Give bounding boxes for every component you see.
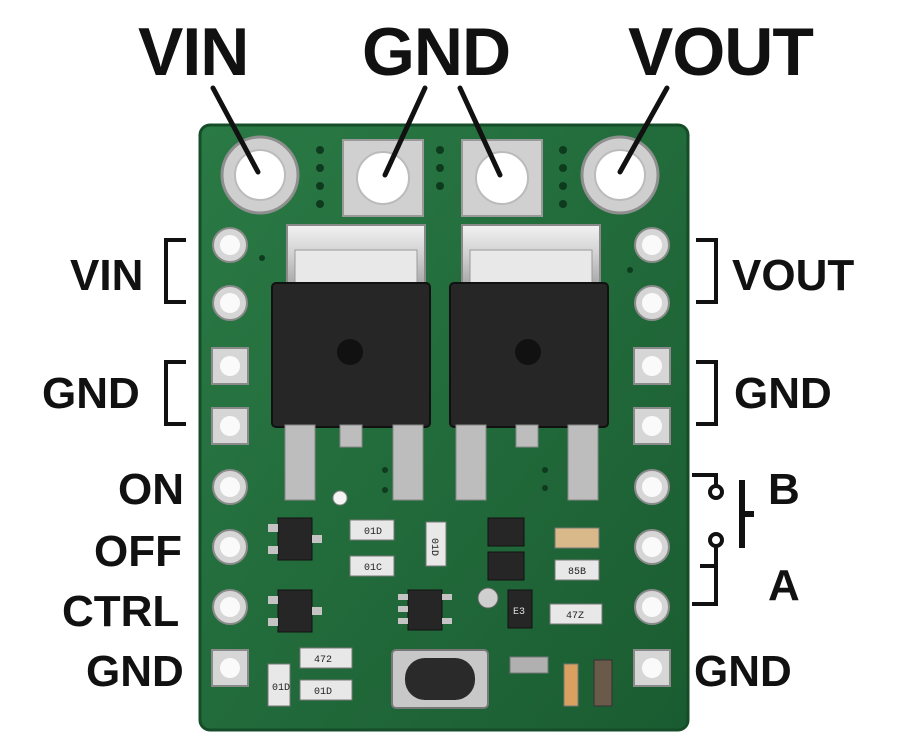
marking-r4: 85B: [568, 567, 586, 578]
top-gnd-pad-right: [461, 139, 543, 217]
top-gnd-pad-left: [342, 139, 424, 217]
marking-r6: 472: [314, 655, 332, 666]
switch-symbol: [692, 473, 754, 606]
passive-components: [267, 490, 613, 707]
left-label-on: ON: [118, 465, 184, 514]
top-vout-pad: [580, 135, 660, 215]
leader-lines: [210, 85, 670, 178]
right-label-a: A: [768, 561, 800, 610]
mosfet-left: [271, 224, 431, 501]
marking-r5: 47Z: [566, 611, 584, 622]
right-label-gnd-bottom: GND: [694, 647, 792, 696]
left-label-ctrl: CTRL: [62, 587, 180, 636]
via-holes: [259, 146, 633, 493]
left-label-vin: VIN: [70, 251, 144, 300]
mosfet-right: [449, 224, 609, 501]
marking-r8: 01D: [272, 683, 290, 694]
top-label-vin: VIN: [138, 14, 249, 90]
onboard-pushbutton: [391, 649, 489, 709]
right-label-vout: VOUT: [732, 251, 855, 300]
top-vin-pad: [220, 135, 300, 215]
right-header-pads: [633, 227, 671, 687]
ic-leads: [268, 524, 452, 626]
right-label-b: B: [768, 465, 800, 514]
marking-r2: 01C: [364, 563, 382, 574]
right-label-gnd: GND: [734, 369, 832, 418]
top-label-gnd: GND: [362, 14, 511, 90]
left-header-pads: [211, 227, 249, 687]
small-ics: [277, 517, 525, 633]
left-label-off: OFF: [94, 527, 182, 576]
right-brackets: [696, 238, 718, 426]
passive-markings: 01D 01C 01D 85B 47Z 472 01D 01D E3: [272, 527, 586, 698]
marking-r1: 01D: [364, 527, 382, 538]
left-label-gnd-bottom: GND: [86, 647, 184, 696]
pcb-board: [198, 123, 690, 732]
marking-r3: 01D: [428, 538, 439, 556]
left-brackets: [164, 238, 186, 426]
left-label-gnd: GND: [42, 369, 140, 418]
marking-r9: E3: [513, 607, 525, 618]
top-label-vout: VOUT: [628, 14, 814, 90]
marking-r7: 01D: [314, 687, 332, 698]
